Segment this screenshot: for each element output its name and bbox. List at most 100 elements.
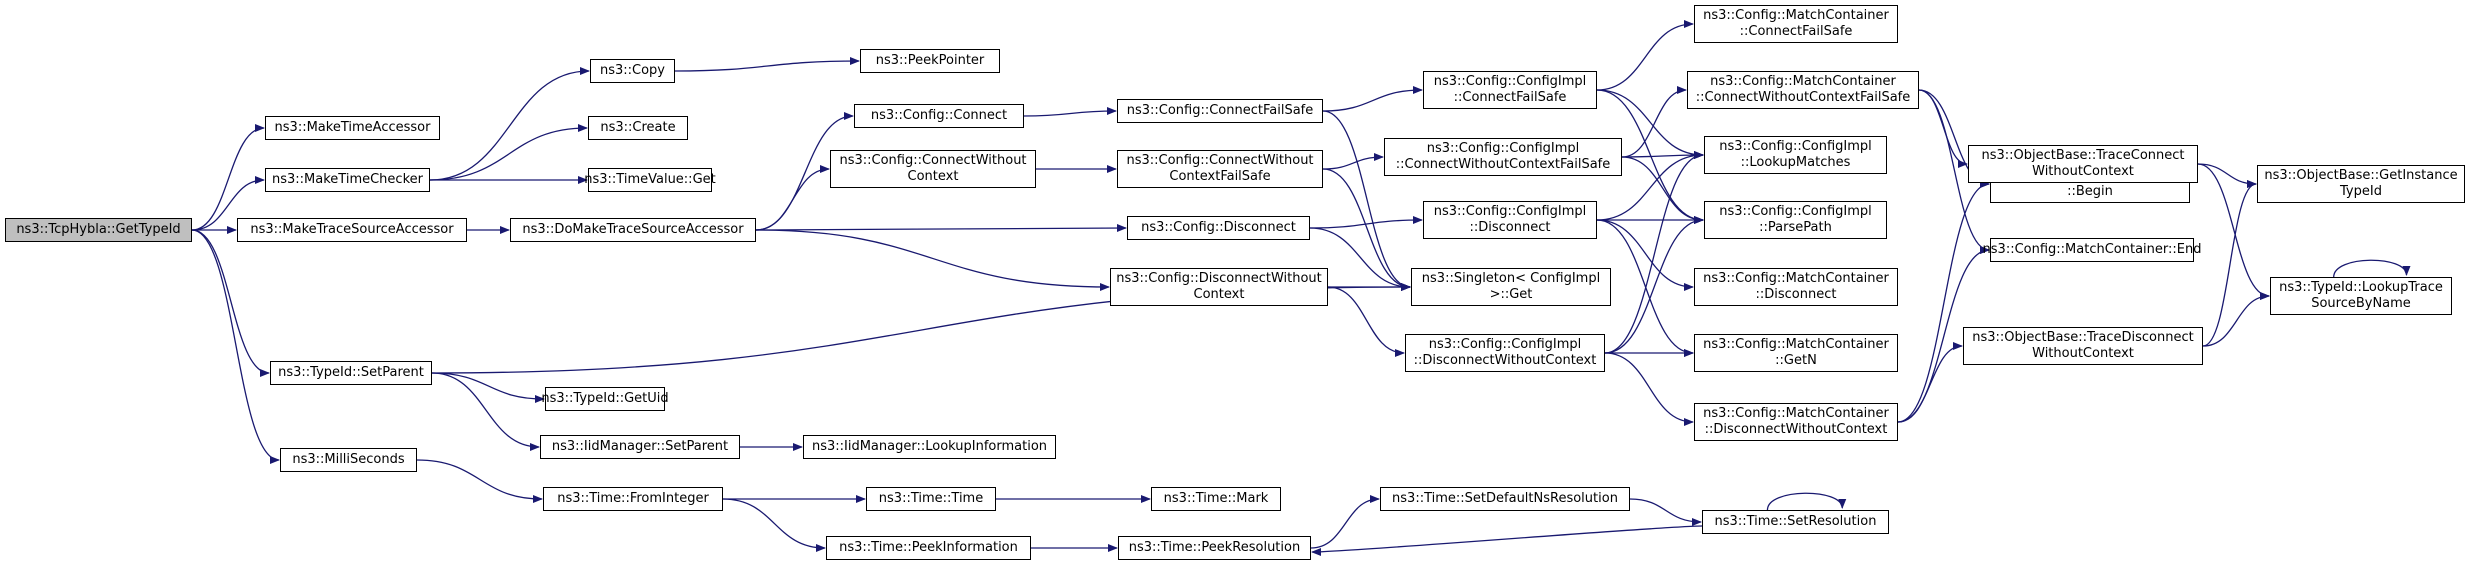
node-label-line: Context xyxy=(907,169,959,184)
node-label-line: ns3::Config::MatchContainer::End xyxy=(1982,242,2202,257)
graph-node-mtc[interactable]: ns3::MakeTimeChecker xyxy=(265,168,430,192)
edge-copy-to-peekptr xyxy=(674,57,860,72)
node-label-line: ns3::Time::Time xyxy=(878,491,984,506)
edge-tidlts-to-tidlts xyxy=(2333,259,2411,278)
graph-node-iidsetparent[interactable]: ns3::IidManager::SetParent xyxy=(540,435,740,459)
graph-node-singleton[interactable]: ns3::Singleton< ConfigImpl >::Get xyxy=(1411,268,1611,306)
graph-node-ccfs[interactable]: ns3::Config::ConnectFailSafe xyxy=(1117,99,1323,123)
graph-node-cicwcfs[interactable]: ns3::Config::ConfigImpl::ConnectWithoutC… xyxy=(1384,138,1622,176)
graph-node-mcdwc[interactable]: ns3::Config::MatchContainer::DisconnectW… xyxy=(1694,403,1898,441)
graph-node-ms[interactable]: ns3::MilliSeconds xyxy=(280,448,417,472)
graph-node-tfromint[interactable]: ns3::Time::FromInteger xyxy=(543,487,723,511)
edge-mtc-to-copy xyxy=(429,67,590,181)
node-label-line: ns3::TypeId::SetParent xyxy=(278,365,424,380)
node-label-line: ns3::Singleton< ConfigImpl xyxy=(1421,271,1601,286)
edge-root-to-mta xyxy=(191,124,265,231)
graph-node-tidgetuid[interactable]: ns3::TypeId::GetUid xyxy=(541,387,669,411)
graph-node-mcgetn[interactable]: ns3::Config::MatchContainer::GetN xyxy=(1694,334,1898,372)
node-label-line: ::ParsePath xyxy=(1759,220,1832,235)
graph-node-tpeekinfo[interactable]: ns3::Time::PeekInformation xyxy=(826,536,1031,560)
node-label-line: ns3::Config::ConnectWithout xyxy=(1126,153,1314,168)
node-label-line: ns3::DoMakeTraceSourceAccessor xyxy=(522,222,744,237)
graph-node-dmtsa[interactable]: ns3::DoMakeTraceSourceAccessor xyxy=(510,218,756,242)
graph-node-peekptr[interactable]: ns3::PeekPointer xyxy=(860,49,1000,73)
node-label-line: Context xyxy=(1193,287,1245,302)
node-label-line: ns3::TypeId::GetUid xyxy=(541,391,669,406)
node-label-line: ns3::Config::ConfigImpl xyxy=(1426,141,1580,156)
edge-mcdwc-to-obtdwc xyxy=(1897,342,1963,423)
edge-ccwcfs-to-singleton xyxy=(1322,168,1411,291)
graph-node-mcdisc[interactable]: ns3::Config::MatchContainer::Disconnect xyxy=(1694,268,1898,306)
graph-node-mta[interactable]: ns3::MakeTimeAccessor xyxy=(265,116,440,140)
edge-dmtsa-to-ccwc xyxy=(755,165,830,231)
graph-node-tsetres[interactable]: ns3::Time::SetResolution xyxy=(1702,510,1889,534)
graph-node-cdisc[interactable]: ns3::Config::Disconnect xyxy=(1127,216,1310,240)
node-label-line: ns3::Time::PeekResolution xyxy=(1128,540,1301,555)
node-label-line: ns3::MilliSeconds xyxy=(292,452,405,467)
node-label-line: >::Get xyxy=(1489,287,1533,302)
node-label-line: ::ConnectFailSafe xyxy=(1739,24,1853,39)
edge-cdisc-to-singleton xyxy=(1309,227,1411,291)
node-label-line: ns3::Config::ConfigImpl xyxy=(1719,204,1872,219)
edge-obtcwc-to-tidlts xyxy=(2197,163,2270,300)
node-label-line: ::DisconnectWithoutContext xyxy=(1704,422,1888,437)
edge-root-to-tsp xyxy=(191,229,270,377)
edge-cdwc-to-cidwc xyxy=(1327,286,1405,357)
graph-node-cconnect[interactable]: ns3::Config::Connect xyxy=(854,104,1024,128)
node-label-line: ns3::Config::ConnectFailSafe xyxy=(1126,103,1314,118)
node-label-line: ::DisconnectWithoutContext xyxy=(1413,353,1597,368)
graph-node-ttime[interactable]: ns3::Time::Time xyxy=(866,487,996,511)
node-label-line: ns3::Config::MatchContainer xyxy=(1703,8,1889,23)
graph-node-cipp[interactable]: ns3::Config::ConfigImpl::ParsePath xyxy=(1704,201,1887,239)
graph-node-cidwc[interactable]: ns3::Config::ConfigImpl::DisconnectWitho… xyxy=(1405,334,1605,372)
node-label-line: ::ConnectFailSafe xyxy=(1453,90,1567,105)
graph-node-mccfs[interactable]: ns3::Config::MatchContainer::ConnectFail… xyxy=(1694,5,1898,43)
graph-node-tsetdef[interactable]: ns3::Time::SetDefaultNsResolution xyxy=(1380,487,1630,511)
graph-node-copy[interactable]: ns3::Copy xyxy=(590,59,675,83)
graph-node-tvget[interactable]: ns3::TimeValue::Get xyxy=(584,168,716,192)
edge-tpeekres-to-tsetdef xyxy=(1310,495,1380,549)
graph-node-tpeekres[interactable]: ns3::Time::PeekResolution xyxy=(1118,536,1311,560)
node-label-line: ns3::IidManager::LookupInformation xyxy=(811,439,1048,454)
node-label-line: ns3::Config::MatchContainer xyxy=(1710,74,1896,89)
edge-cicwcfs-to-cilm xyxy=(1621,151,1704,160)
node-label-line: ns3::Time::SetResolution xyxy=(1714,514,1877,529)
node-label-line: ns3::MakeTimeChecker xyxy=(272,172,423,187)
edge-cconnect-to-ccfs xyxy=(1023,107,1117,117)
graph-node-tmark[interactable]: ns3::Time::Mark xyxy=(1151,487,1281,511)
graph-node-cicfs[interactable]: ns3::Config::ConfigImpl::ConnectFailSafe xyxy=(1423,71,1597,109)
graph-node-iidlookup[interactable]: ns3::IidManager::LookupInformation xyxy=(803,435,1056,459)
node-label-line: ns3::TypeId::LookupTrace xyxy=(2279,280,2443,295)
edge-obtdwc-to-obgit xyxy=(2202,180,2257,347)
graph-node-root: ns3::TcpHybla::GetTypeId xyxy=(5,218,192,242)
graph-node-mccwcfs[interactable]: ns3::Config::MatchContainer::ConnectWith… xyxy=(1687,71,1919,109)
node-label-line: ns3::ObjectBase::GetInstance xyxy=(2264,168,2458,183)
node-label-line: ns3::Time::SetDefaultNsResolution xyxy=(1392,491,1618,506)
graph-node-cidisc[interactable]: ns3::Config::ConfigImpl::Disconnect xyxy=(1423,201,1597,239)
edge-dmtsa-to-cdisc xyxy=(755,224,1127,233)
graph-node-cilm[interactable]: ns3::Config::ConfigImpl::LookupMatches xyxy=(1704,136,1887,174)
node-label-line: ns3::MakeTimeAccessor xyxy=(274,120,431,135)
node-label-line: ns3::Config::ConfigImpl xyxy=(1433,74,1587,89)
graph-node-mtsa[interactable]: ns3::MakeTraceSourceAccessor xyxy=(237,218,467,242)
node-label-line: ns3::Copy xyxy=(599,63,666,78)
edge-cidwc-to-cipp xyxy=(1604,216,1704,354)
graph-node-create[interactable]: ns3::Create xyxy=(588,116,688,140)
edge-mcdwc-to-mcbegin xyxy=(1897,180,1990,423)
graph-node-tsp[interactable]: ns3::TypeId::SetParent xyxy=(270,361,432,385)
edge-root-to-mtc xyxy=(191,176,265,231)
node-label-line: ::GetN xyxy=(1775,353,1817,368)
edge-dmtsa-to-cdwc xyxy=(755,229,1110,291)
graph-node-mcend[interactable]: ns3::Config::MatchContainer::End xyxy=(1983,238,2201,262)
node-label-line: ns3::Time::FromInteger xyxy=(557,491,709,506)
edge-cidwc-to-mcdwc xyxy=(1604,352,1694,426)
node-label-line: ns3::Config::MatchContainer xyxy=(1703,406,1889,421)
node-label-line: ns3::Config::Connect xyxy=(870,108,1008,123)
